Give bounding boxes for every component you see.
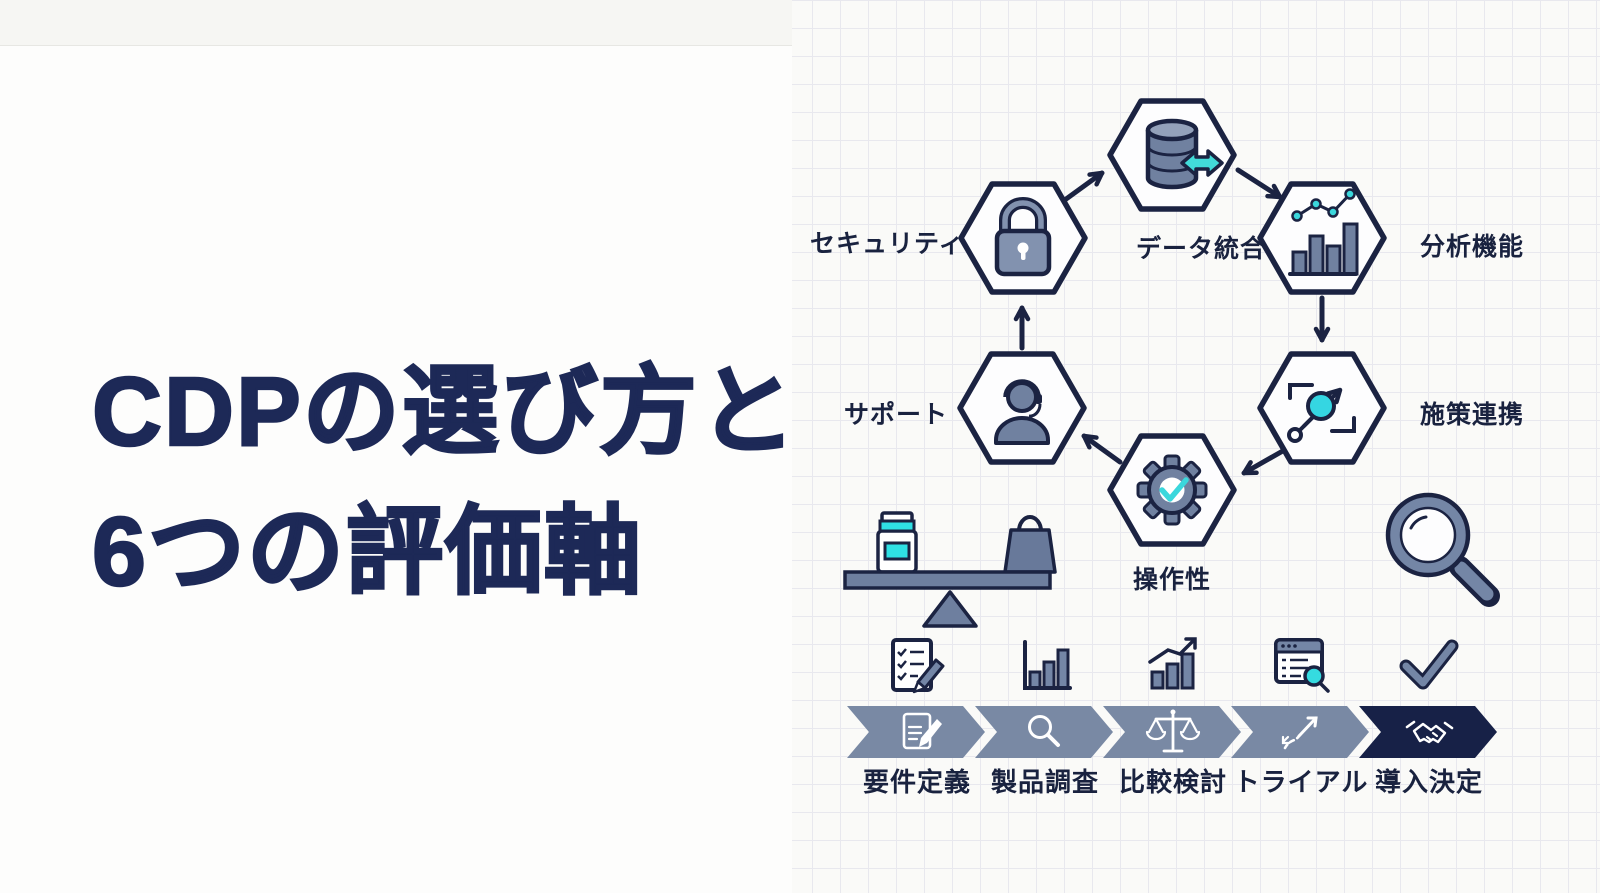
bag-icon	[1003, 528, 1057, 574]
headset-agent-icon	[994, 379, 1050, 445]
chevron-step-4	[1231, 706, 1369, 758]
cycle-label-renkei: 施策連携	[1420, 401, 1525, 429]
step-label-comparison: 比較検討	[1118, 767, 1227, 797]
page-title: CDPの選び方と 6つの評価軸	[91, 342, 798, 622]
step-label-decision: 導入決定	[1374, 767, 1483, 797]
lock-icon	[994, 197, 1052, 277]
growth-chart-icon	[1148, 637, 1197, 690]
step-label-trial: トライアル	[1233, 767, 1369, 797]
jar-icon	[883, 541, 911, 561]
arrow-security-to-data	[1059, 170, 1105, 205]
cycle-label-security: セキュリティ	[810, 230, 965, 258]
cycle-arrows	[1013, 167, 1331, 476]
balance-scale-icon	[1145, 709, 1201, 753]
browser-search-icon	[1274, 638, 1330, 693]
arrow-data-to-analysis	[1235, 167, 1283, 200]
balance-scale-decoration	[843, 511, 1057, 628]
step-label-research: 製品調査	[990, 767, 1099, 797]
cycle-label-support: サポート	[843, 401, 948, 429]
scale-fulcrum	[922, 590, 978, 628]
page-title-line2: 6つの評価軸	[91, 496, 643, 608]
arrow-sousa-to-support	[1081, 433, 1123, 465]
chevron-step-5	[1359, 706, 1497, 758]
magnifier-icon	[1028, 715, 1060, 747]
analytics-bar-chart-icon	[1288, 188, 1359, 276]
bar-chart-axis-icon	[1023, 640, 1072, 690]
checkmark-icon	[1399, 639, 1459, 690]
cycle-label-data-integration: データ統合	[1136, 235, 1267, 263]
trial-path-icon	[1281, 716, 1318, 750]
chevron-step-2	[975, 706, 1113, 758]
arrow-renkei-to-sousa	[1241, 445, 1291, 476]
database-sync-icon	[1145, 118, 1224, 190]
step-label-requirements: 要件定義	[862, 767, 971, 797]
top-margin-strip	[0, 0, 792, 46]
page-title-line1: CDPの選び方と	[91, 356, 798, 468]
gear-check-icon	[1136, 454, 1208, 526]
document-pencil-icon	[902, 712, 942, 750]
cycle-label-analysis: 分析機能	[1420, 233, 1525, 261]
cycle-label-operability: 操作性	[1132, 566, 1211, 594]
evaluation-diagram	[843, 98, 1500, 758]
magnifying-glass-icon	[1385, 492, 1500, 607]
network-share-icon	[1287, 383, 1356, 443]
checklist-pencil-icon	[891, 638, 945, 694]
title-panel: CDPの選び方と 6つの評価軸	[0, 46, 798, 893]
handshake-icon	[1405, 720, 1454, 744]
scale-plank	[843, 570, 1052, 590]
